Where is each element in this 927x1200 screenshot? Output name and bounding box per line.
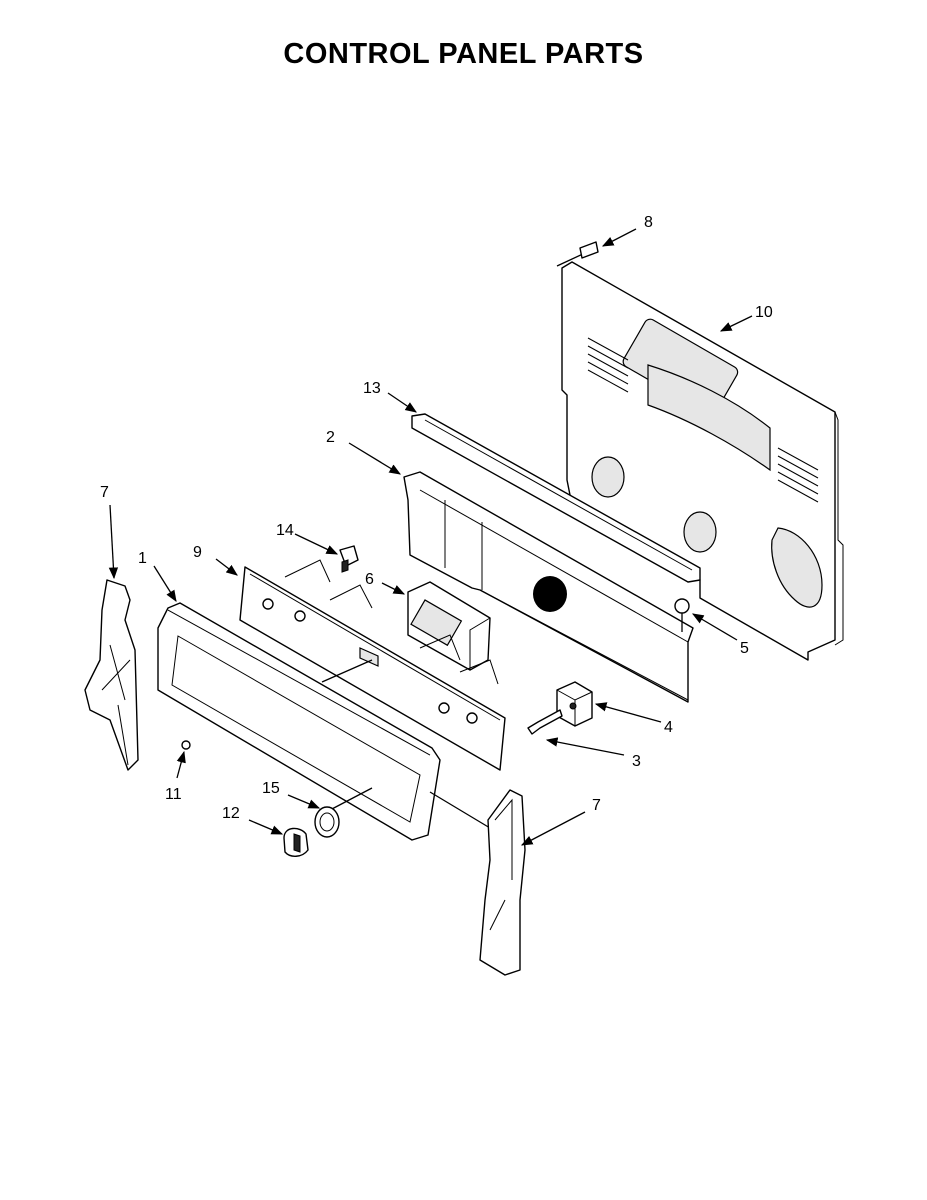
callout-9: 9 [193,544,202,561]
endcap-left-part-7 [84,579,139,771]
callout-4: 4 [664,719,673,736]
callout-10: 10 [755,304,773,321]
control-board-part-6 [407,581,491,671]
diagram-title: CONTROL PANEL PARTS [283,38,644,70]
callout-leaders [108,228,753,846]
dial-part-15 [314,806,340,838]
screw-part-3 [527,709,563,735]
callout-7-right: 7 [592,797,601,814]
callout-5: 5 [740,640,749,657]
endcap-right-part-7 [479,789,526,976]
screw-part-8 [556,241,599,267]
callout-labels: 8 10 13 2 14 9 6 1 7 5 4 3 11 15 12 7 [100,214,773,822]
clip-part-14 [339,545,359,573]
screw-part-5 [674,598,690,632]
callout-11: 11 [165,786,182,803]
bumper-part-11 [181,740,191,750]
console-part-1 [157,602,491,841]
knob-part-12 [283,827,309,857]
callout-3: 3 [632,753,641,770]
support-bracket-part-13 [411,413,701,583]
overlay-part-9 [239,559,506,771]
callout-14: 14 [276,522,294,539]
callout-12: 12 [222,805,240,822]
callout-2: 2 [326,429,335,446]
rear-panel-part-10 [561,261,844,661]
callout-13: 13 [363,380,381,397]
callout-1: 1 [138,550,147,567]
callout-15: 15 [262,780,280,797]
switch-part-4 [556,681,593,727]
callout-8: 8 [644,214,653,231]
callout-7-left: 7 [100,484,109,501]
control-frame-part-2 [403,471,694,703]
callout-6: 6 [365,571,374,588]
